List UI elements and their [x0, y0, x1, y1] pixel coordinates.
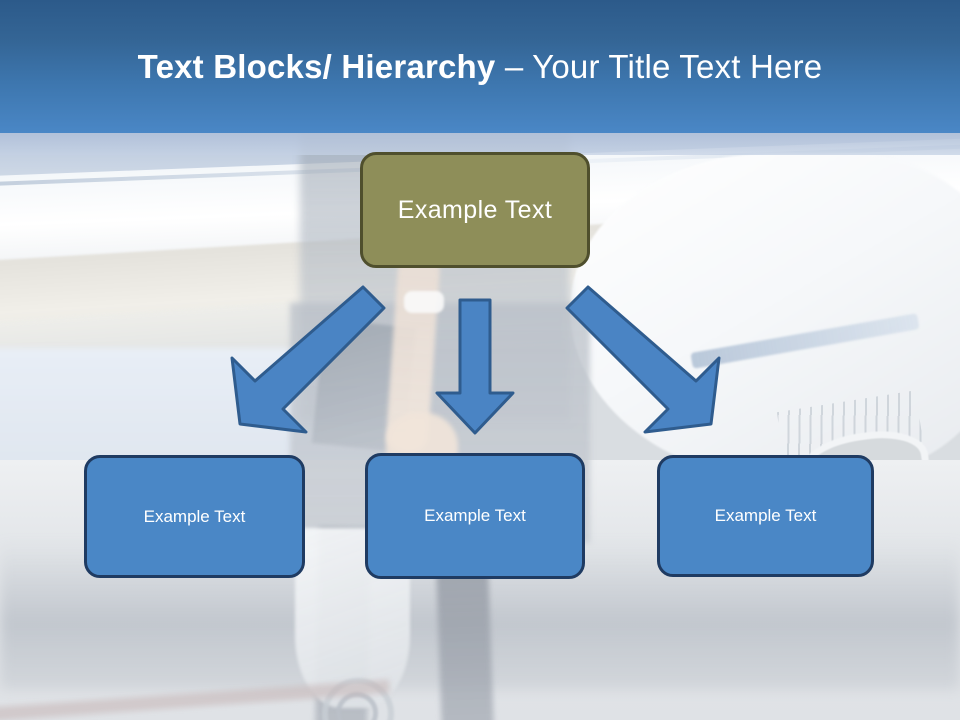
hierarchy-child-box-1[interactable]: Example Text — [84, 455, 305, 578]
hierarchy-child-label-2: Example Text — [424, 506, 526, 525]
photo-person-watch — [404, 291, 444, 313]
page-title-light: Your Title Text Here — [532, 48, 823, 85]
hierarchy-child-box-3[interactable]: Example Text — [657, 455, 874, 577]
hierarchy-root-box[interactable]: Example Text — [360, 152, 590, 268]
accent-band — [0, 133, 960, 155]
page-title-strong: Text Blocks/ Hierarchy — [137, 48, 505, 85]
hierarchy-root-label: Example Text — [397, 195, 553, 224]
hierarchy-child-label-3: Example Text — [714, 506, 817, 525]
title-bar: Text Blocks/ Hierarchy – Your Title Text… — [0, 0, 960, 133]
page-title: Text Blocks/ Hierarchy – Your Title Text… — [0, 47, 960, 87]
page-title-separator: – — [504, 48, 533, 85]
hierarchy-child-box-2[interactable]: Example Text — [365, 453, 585, 579]
hierarchy-child-label-1: Example Text — [143, 506, 246, 526]
